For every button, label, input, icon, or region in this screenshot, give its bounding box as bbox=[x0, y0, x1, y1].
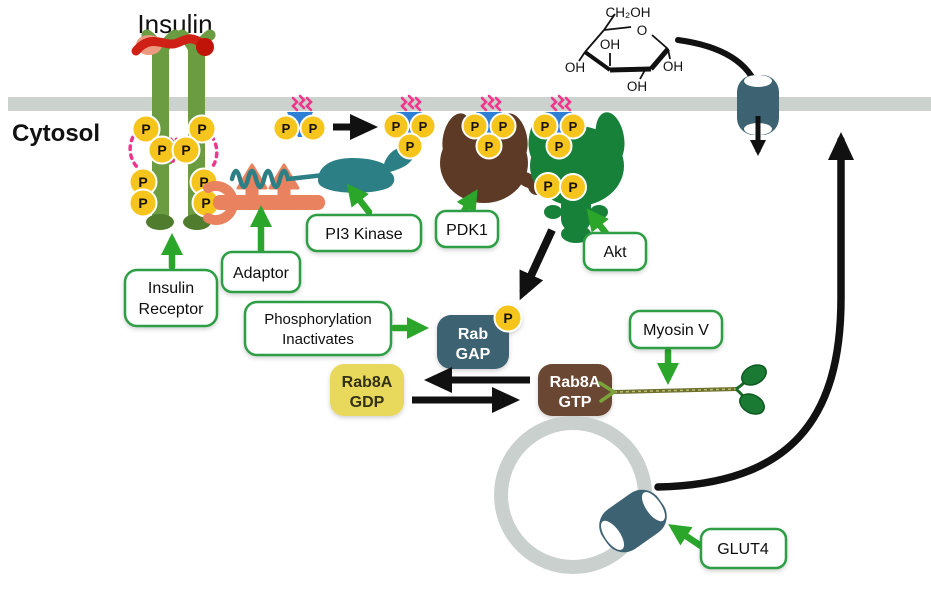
myosin-v-label: Myosin V bbox=[643, 322, 709, 339]
phosphate-label: P bbox=[543, 178, 552, 194]
cytosol-label: Cytosol bbox=[12, 120, 100, 147]
pip2-lipid: P P bbox=[272, 94, 327, 142]
rab8a-gdp-label-2: GDP bbox=[350, 394, 385, 411]
pdk1-pointer-arrow bbox=[456, 189, 478, 215]
phosphate-label: P bbox=[199, 174, 208, 190]
phosphorylation-label-1: Phosphorylation bbox=[264, 311, 372, 328]
pdk1-callout bbox=[434, 209, 500, 249]
phosphate-label: P bbox=[499, 119, 508, 134]
pi3-kinase-label: PI3 Kinase bbox=[325, 226, 402, 243]
pip3-lipid: P P P bbox=[382, 94, 437, 160]
glucose-ch2oh-label: CH₂OH bbox=[606, 5, 651, 20]
adaptor-bar bbox=[213, 195, 325, 210]
lipid-tails bbox=[550, 94, 572, 112]
phosphate-label: P bbox=[471, 119, 480, 134]
rab8a-gtp-label-1: Rab8A bbox=[550, 374, 601, 391]
lipid-tails bbox=[480, 94, 502, 112]
pip3-lipid-akt: P P P bbox=[531, 94, 587, 160]
pi3-kinase bbox=[229, 146, 414, 193]
adaptor-callout bbox=[220, 250, 302, 294]
phosphorylation-label-2: Inactivates bbox=[282, 331, 354, 348]
myosin-head-1 bbox=[741, 364, 767, 386]
glut4-callout bbox=[699, 527, 788, 570]
vesicle-to-membrane-arrow bbox=[654, 132, 854, 491]
phosphate-label: P bbox=[569, 119, 578, 134]
phosphate-label: P bbox=[555, 139, 564, 154]
phosphate-label: P bbox=[485, 139, 494, 154]
myosin-v-motor bbox=[598, 364, 767, 415]
receptor-foot-left bbox=[146, 214, 174, 230]
glut4-pointer-arrow bbox=[668, 524, 705, 550]
phosphate-label: P bbox=[419, 119, 428, 134]
phosphate-label: P bbox=[181, 142, 190, 158]
insulin-ligand bbox=[131, 34, 214, 56]
insulin-receptor: P P P P P P P P bbox=[128, 29, 221, 230]
adaptor-protein bbox=[203, 163, 325, 225]
membrane-glut4-transporter bbox=[737, 75, 779, 156]
phosphate-label: P bbox=[309, 121, 318, 136]
phosphate-label: P bbox=[503, 310, 512, 326]
phosphate-label: P bbox=[541, 119, 550, 134]
insulin-receptor-label-1: Insulin bbox=[148, 280, 194, 297]
adaptor-spade-2 bbox=[268, 163, 300, 203]
akt-callout bbox=[582, 231, 648, 272]
glut4-label: GLUT4 bbox=[717, 541, 769, 558]
akt-phosphorylates-rabgap-arrow bbox=[519, 228, 556, 301]
pdk1-label: PDK1 bbox=[446, 222, 488, 239]
phosphate-label: P bbox=[201, 195, 210, 211]
rab-gap: Rab GAP P bbox=[437, 303, 523, 369]
receptor-phosphates: P P P P P P P P bbox=[128, 114, 221, 218]
pi3-kinase-callout bbox=[305, 213, 423, 253]
glucose-oh-bottom-label: OH bbox=[627, 79, 647, 94]
myosin-v-callout bbox=[628, 309, 724, 350]
glucose-labels: CH₂OH O OH OH OH OH bbox=[565, 5, 683, 94]
rab8a-gtp-label-2: GTP bbox=[559, 394, 592, 411]
phosphate-label: P bbox=[568, 179, 577, 195]
phosphate-label: P bbox=[282, 121, 291, 136]
glucose-molecule bbox=[578, 13, 671, 80]
vesicle-glut4-transporter bbox=[599, 489, 667, 553]
callouts: Insulin Receptor Adaptor PI3 Kinase PDK1… bbox=[123, 183, 788, 570]
rab-gap-label-1: Rab bbox=[458, 326, 488, 343]
glucose-ring-oxygen-label: O bbox=[637, 23, 648, 38]
lipid-tails bbox=[291, 94, 313, 112]
adaptor-label: Adaptor bbox=[233, 265, 290, 282]
plasma-membrane bbox=[8, 97, 931, 111]
insulin-receptor-callout bbox=[123, 268, 219, 328]
pi3k-body bbox=[318, 146, 414, 193]
pi3k-coil bbox=[229, 168, 327, 190]
adaptor-spade-1 bbox=[236, 163, 268, 203]
phosphate-label: P bbox=[141, 121, 150, 137]
myosin-head-2 bbox=[739, 393, 765, 415]
glucose-oh-left-label: OH bbox=[565, 60, 585, 75]
rab8a-gdp: Rab8A GDP bbox=[330, 364, 404, 416]
rab-gap-label-2: GAP bbox=[456, 346, 491, 363]
phosphate-label: P bbox=[406, 139, 415, 154]
lipid-tails bbox=[400, 94, 422, 112]
myosin-tail-fork bbox=[598, 381, 616, 403]
rab8a-gdp-label-1: Rab8A bbox=[342, 374, 393, 391]
pi3k-pointer-arrow bbox=[346, 183, 373, 216]
glucose-oh-right-label: OH bbox=[663, 59, 683, 74]
glucose-oh-inner-label: OH bbox=[600, 37, 620, 52]
phosphate-label: P bbox=[138, 174, 147, 190]
phosphate-label: P bbox=[392, 119, 401, 134]
akt-phosphates: P P bbox=[534, 172, 587, 201]
insulin-receptor-label-2: Receptor bbox=[139, 301, 205, 318]
phosphate-label: P bbox=[138, 195, 147, 211]
rab8a-gtp: Rab8A GTP bbox=[538, 364, 612, 416]
akt-label: Akt bbox=[603, 244, 627, 261]
phosphate-label: P bbox=[157, 142, 166, 158]
phosphate-label: P bbox=[197, 121, 206, 137]
pip3-lipid-pdk1: P P P bbox=[461, 94, 517, 160]
